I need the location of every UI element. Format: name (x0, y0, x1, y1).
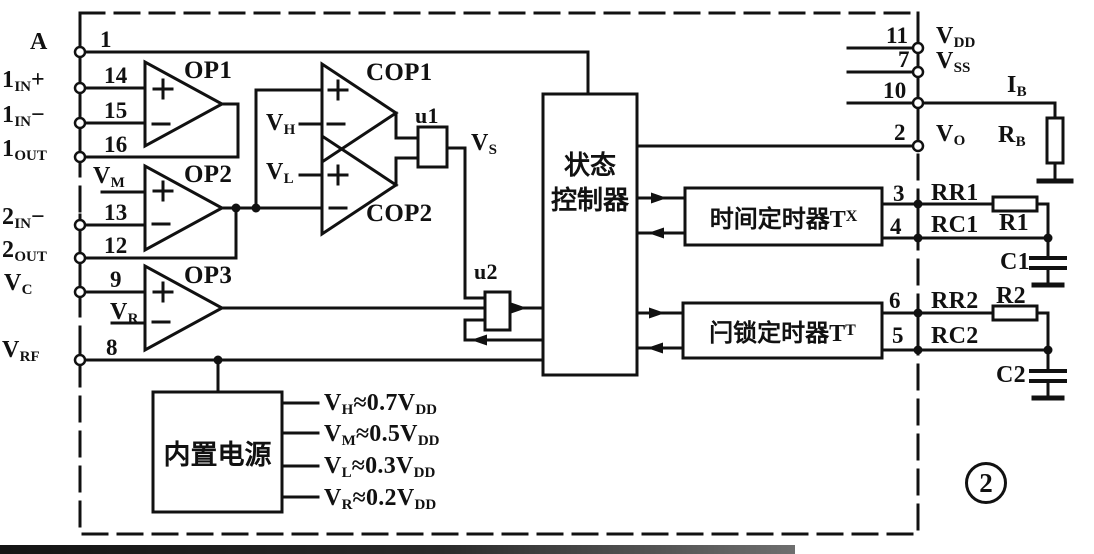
pin-number-8: 8 (106, 335, 118, 360)
pin-label-vdd: VDD (936, 23, 976, 51)
pin-number-9: 9 (110, 267, 122, 292)
external-rc-network (916, 101, 1074, 401)
state-controller-label: 状态 控制器 (550, 151, 629, 215)
resistor-r1 (991, 195, 1039, 213)
pin-number-2: 2 (894, 120, 906, 145)
pin-number-10: 10 (883, 78, 907, 103)
cop1-label: COP1 (366, 59, 433, 86)
pin-number-15: 15 (104, 98, 128, 123)
component-label-c2: C2 (996, 362, 1026, 388)
pin-number-6: 6 (889, 288, 901, 313)
pin-label-vss: VSS (936, 48, 971, 76)
component-label-r2: R2 (996, 283, 1026, 309)
pin-label-rc2: RC2 (931, 323, 979, 349)
rail-vh-value: VH≈0.7VDD (324, 390, 437, 418)
pin-label-a: A (30, 29, 48, 55)
op2-label: OP2 (184, 161, 233, 188)
capacitor-c1 (1029, 256, 1067, 270)
pin-label-rc1: RC1 (931, 212, 979, 238)
pin-number-4: 4 (890, 214, 902, 239)
pin-label-2in-minus: 2IN− (2, 204, 45, 232)
pin-number-7: 7 (898, 47, 910, 72)
ref-label-vm: VM (93, 163, 125, 191)
u2-label: u2 (474, 259, 498, 284)
component-label-rb: RB (998, 122, 1026, 150)
opamp-triangles (143, 59, 226, 353)
op3-label: OP3 (184, 262, 233, 289)
pin-number-3: 3 (893, 181, 905, 206)
figure-number-badge: 2 (965, 462, 1007, 504)
pin-label-vrf: VRF (2, 337, 40, 365)
pin-terminals (73, 41, 925, 367)
op1-label: OP1 (184, 57, 233, 84)
component-label-c1: C1 (1000, 249, 1030, 275)
pin-label-2out: 2OUT (2, 237, 47, 265)
u1-label: u1 (415, 103, 439, 128)
pin-number-5: 5 (892, 323, 904, 348)
signal-arrows (471, 192, 667, 354)
pin-label-1out: 1OUT (2, 136, 47, 164)
rail-vl-value: VL≈0.3VDD (324, 453, 436, 481)
cop2-triangle (320, 133, 399, 237)
pin-number-16: 16 (104, 132, 128, 157)
state-controller-box (541, 92, 639, 377)
cop2-label: COP2 (366, 200, 433, 227)
pin-number-14: 14 (104, 63, 128, 88)
left-pin-wires (78, 50, 590, 394)
pin-label-rr1: RR1 (931, 180, 979, 206)
pin-label-1in-plus: 1IN+ (2, 67, 45, 95)
pin-label-vc: VC (4, 270, 33, 298)
net-label-ib: IB (1007, 72, 1027, 100)
pin-number-11: 11 (886, 23, 909, 48)
u1-unit (394, 111, 487, 300)
timer-wires (635, 46, 920, 360)
ref-label-vs: VS (471, 130, 497, 158)
component-label-r1: R1 (999, 210, 1029, 236)
junction-dots (213, 199, 1053, 365)
ref-label-vh: VH (266, 110, 296, 138)
scan-artifact-bar (0, 545, 795, 554)
rail-vr-value: VR≈0.2VDD (324, 485, 437, 513)
comparator-triangles (320, 61, 399, 237)
rail-vm-value: VM≈0.5VDD (324, 421, 440, 449)
capacitor-c2 (1029, 369, 1067, 383)
pin-number-1: 1 (100, 27, 112, 52)
resistor-rb (1045, 116, 1065, 165)
ref-label-vr: VR (110, 299, 139, 327)
pin-label-rr2: RR2 (931, 288, 979, 314)
internal-power-box (151, 390, 320, 514)
cop1-triangle (320, 61, 399, 165)
input-polarity-marks (151, 78, 349, 324)
pin-number-13: 13 (104, 200, 128, 225)
internal-power-label: 内置电源 (163, 439, 272, 470)
u2-unit (220, 290, 545, 342)
pin-number-12: 12 (104, 233, 128, 258)
pin-label-vo: VO (936, 121, 966, 149)
ref-label-vl: VL (266, 159, 294, 187)
pin-label-1in-minus: 1IN− (2, 102, 45, 130)
